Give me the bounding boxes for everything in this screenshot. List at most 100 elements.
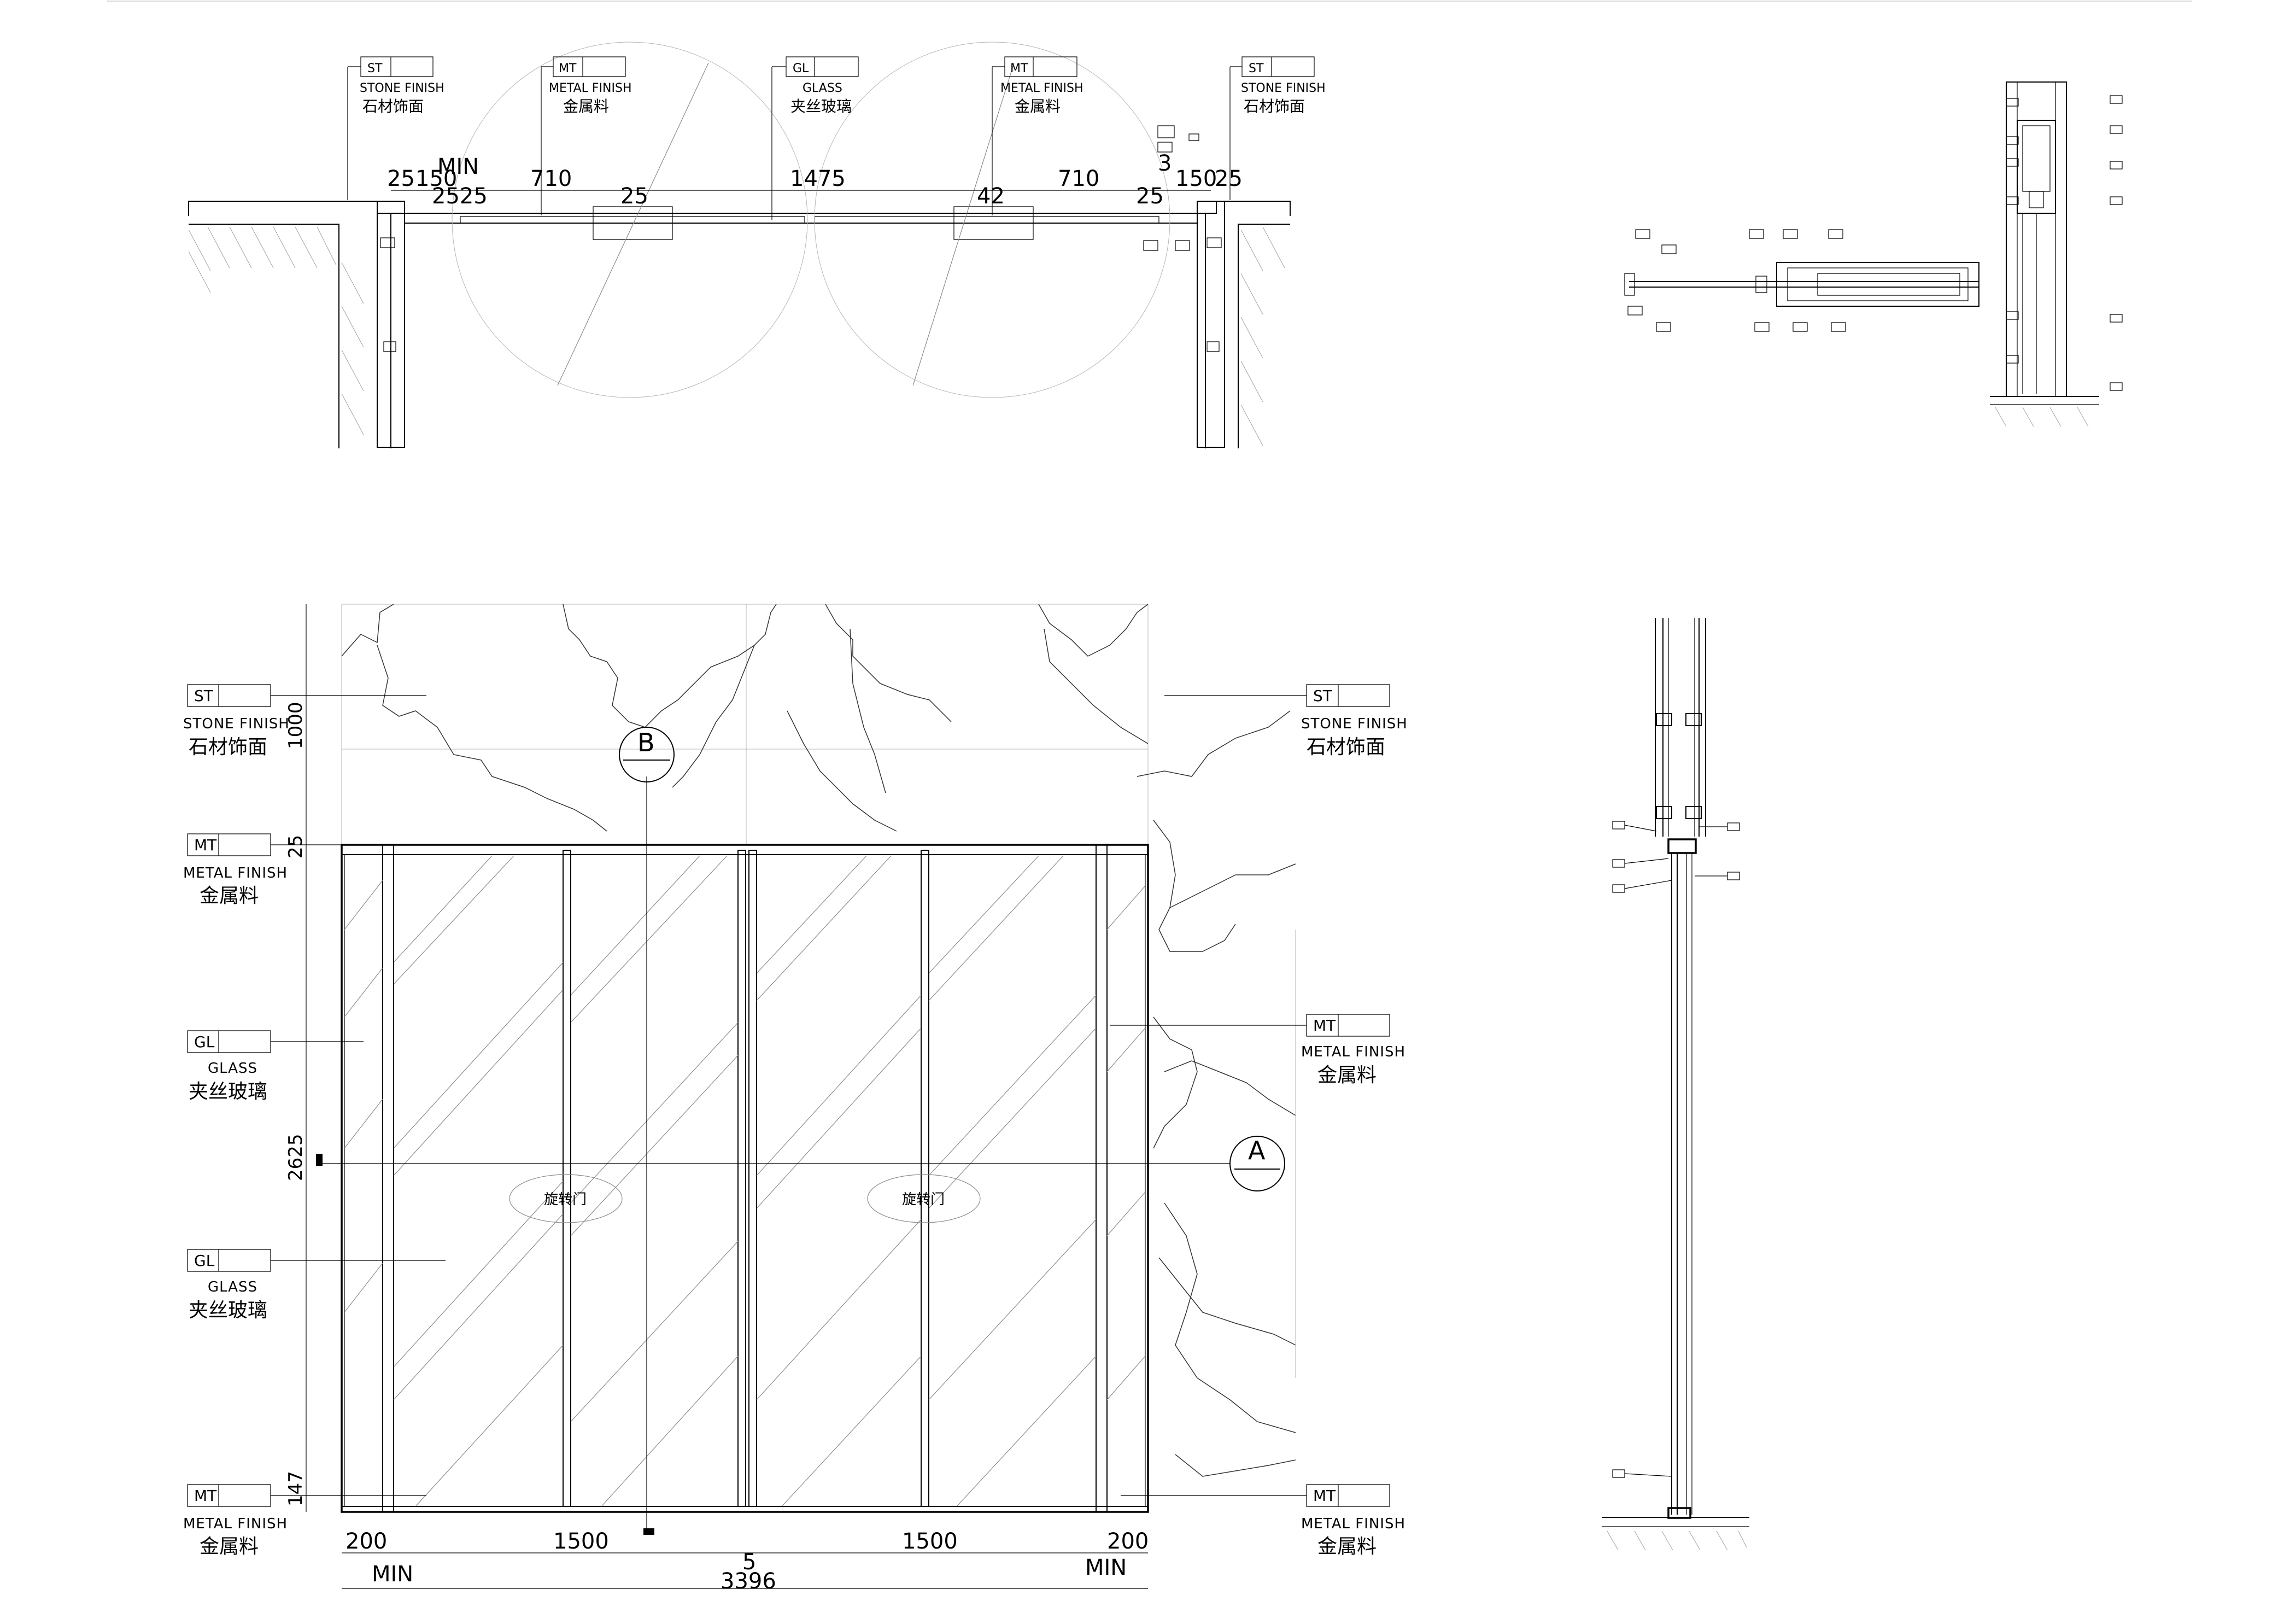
plan-hatch-left <box>189 227 364 435</box>
svg-text:金属料: 金属料 <box>1317 1535 1377 1558</box>
glass-panel-2 <box>571 855 738 1506</box>
plan-hinge-left-1 <box>380 238 395 248</box>
elev-tag-metal-left-bottom: MT METAL FINISH 金属料 <box>183 1485 426 1558</box>
plan-dim-150b: 150 <box>1175 166 1217 191</box>
glass-panel-4 <box>929 855 1096 1506</box>
svg-text:STONE FINISH: STONE FINISH <box>360 81 444 95</box>
elev-hdim-200a: 200 <box>345 1529 387 1554</box>
svg-text:GLASS: GLASS <box>803 81 842 95</box>
revolving-door-mark-right <box>868 1175 980 1223</box>
svg-text:STONE FINISH: STONE FINISH <box>1241 81 1326 95</box>
glass-panel-left-side <box>344 855 383 1506</box>
plan-dim-min: MIN <box>437 154 479 179</box>
elev-hdim-5: 5 <box>742 1550 756 1575</box>
door-mullion-1 <box>563 850 571 1506</box>
glass-panel-right-side <box>1107 855 1145 1506</box>
section-marker-a-label: A <box>1248 1136 1266 1165</box>
revolving-door-label-left: 旋转门 <box>544 1191 587 1208</box>
plan-dim-25c: 25 <box>1136 184 1164 209</box>
elev-hdim-1500a: 1500 <box>553 1529 609 1554</box>
side-section <box>1602 618 1749 1550</box>
svg-text:GLASS: GLASS <box>208 1279 257 1295</box>
door-frame-outer <box>342 845 1148 1512</box>
section-cut-end-b <box>643 1528 654 1535</box>
svg-text:石材饰面: 石材饰面 <box>189 736 267 758</box>
svg-text:MT: MT <box>559 62 577 75</box>
svg-text:MT: MT <box>1313 1487 1336 1505</box>
plan-wall-left-inner <box>189 224 339 448</box>
elev-vdim-2625: 2625 <box>285 1134 307 1181</box>
svg-text:GL: GL <box>194 1252 215 1270</box>
elev-hdim-1500b: 1500 <box>902 1529 958 1554</box>
elev-tag-metal-right-bottom: MT METAL FINISH 金属料 <box>1121 1485 1405 1558</box>
elevation-outline <box>342 604 1148 1512</box>
revolving-door-label-right: 旋转门 <box>902 1191 945 1208</box>
elev-vdim-1000: 1000 <box>285 702 307 749</box>
plan-swing-arc-right <box>815 42 1170 398</box>
plan-dim-25b: 25 <box>620 184 648 209</box>
svg-text:石材饰面: 石材饰面 <box>1307 736 1385 758</box>
svg-text:ST: ST <box>1313 687 1333 705</box>
svg-text:夹丝玻璃: 夹丝玻璃 <box>189 1080 267 1103</box>
svg-text:ST: ST <box>367 62 383 75</box>
svg-text:金属料: 金属料 <box>200 1535 259 1558</box>
elev-hdim-total: 3396 <box>721 1569 776 1594</box>
plan-dim-150a: 150 <box>415 166 457 191</box>
elev-hdim-min-left: MIN <box>372 1562 413 1587</box>
section-marker-b <box>619 727 674 782</box>
elev-tag-metal-right-mid: MT METAL FINISH 金属料 <box>1110 1014 1405 1086</box>
elev-tag-metal-left-top: MT METAL FINISH 金属料 <box>183 834 364 907</box>
plan-door-panel-right <box>815 217 1159 223</box>
door-transom-bar <box>342 845 1148 855</box>
plan-tag-stone-left: ST STONE FINISH 石材饰面 <box>348 57 444 200</box>
vertical-section-detail-top <box>1990 82 2122 427</box>
plan-handle-right <box>954 207 1033 239</box>
glass-panel-3 <box>757 855 921 1506</box>
plan-swing-arc-left <box>452 42 807 398</box>
plan-right-detail-block <box>1144 126 1199 250</box>
plan-frame-left <box>377 201 405 447</box>
svg-text:金属料: 金属料 <box>1317 1064 1377 1086</box>
svg-text:METAL FINISH: METAL FINISH <box>549 81 632 95</box>
plan-tag-metal-2: MT METAL FINISH 金属料 <box>992 57 1083 215</box>
svg-text:夹丝玻璃: 夹丝玻璃 <box>790 97 852 115</box>
plan-wall-left <box>189 201 391 448</box>
door-mullion-3 <box>749 850 757 1506</box>
glass-panel-1 <box>394 855 563 1506</box>
horizontal-section-detail <box>1625 230 1979 331</box>
plan-dim-1475: 1475 <box>790 166 846 191</box>
svg-text:金属料: 金属料 <box>200 885 259 907</box>
plan-hinge-right-2 <box>1207 342 1219 352</box>
svg-text:石材饰面: 石材饰面 <box>362 97 424 115</box>
svg-text:夹丝玻璃: 夹丝玻璃 <box>189 1299 267 1322</box>
svg-text:GL: GL <box>793 62 809 75</box>
stone-veining <box>342 604 1296 1476</box>
elev-hdim-200b: 200 <box>1107 1529 1149 1554</box>
svg-text:MT: MT <box>1010 62 1028 75</box>
section-marker-a <box>1230 1136 1285 1191</box>
plan-dim-3: 3 <box>1158 151 1172 176</box>
plan-tag-stone-right: ST STONE FINISH 石材饰面 <box>1230 57 1326 200</box>
svg-text:GLASS: GLASS <box>208 1060 257 1077</box>
svg-text:METAL FINISH: METAL FINISH <box>1000 81 1083 95</box>
plan-hatch-right <box>1241 227 1285 446</box>
revolving-door-mark-left <box>509 1175 622 1223</box>
svg-text:METAL FINISH: METAL FINISH <box>1301 1044 1405 1060</box>
door-mullion-2 <box>738 850 746 1506</box>
svg-text:ST: ST <box>1249 62 1264 75</box>
plan-tag-metal-1: MT METAL FINISH 金属料 <box>541 57 632 215</box>
svg-text:ST: ST <box>194 687 214 705</box>
door-mullion-4 <box>921 850 929 1506</box>
elev-vdim-147: 147 <box>285 1471 307 1506</box>
plan-hinge-left-2 <box>384 342 396 352</box>
elev-tag-stone-left: ST STONE FINISH 石材饰面 <box>183 685 426 758</box>
elev-tag-stone-right: ST STONE FINISH 石材饰面 <box>1164 685 1407 758</box>
svg-text:METAL FINISH: METAL FINISH <box>183 1516 288 1532</box>
section-cut-end-a <box>316 1154 323 1166</box>
plan-dim-25d: 25 <box>1215 166 1243 191</box>
front-elevation: 旋转门 旋转门 B A 1000 25 2625 147 200 1500 5 … <box>183 604 1407 1594</box>
plan-wall-right <box>1205 201 1290 448</box>
plan-frame-right <box>1197 201 1225 447</box>
elev-tag-glass-left-2: GL GLASS 夹丝玻璃 <box>188 1249 446 1322</box>
